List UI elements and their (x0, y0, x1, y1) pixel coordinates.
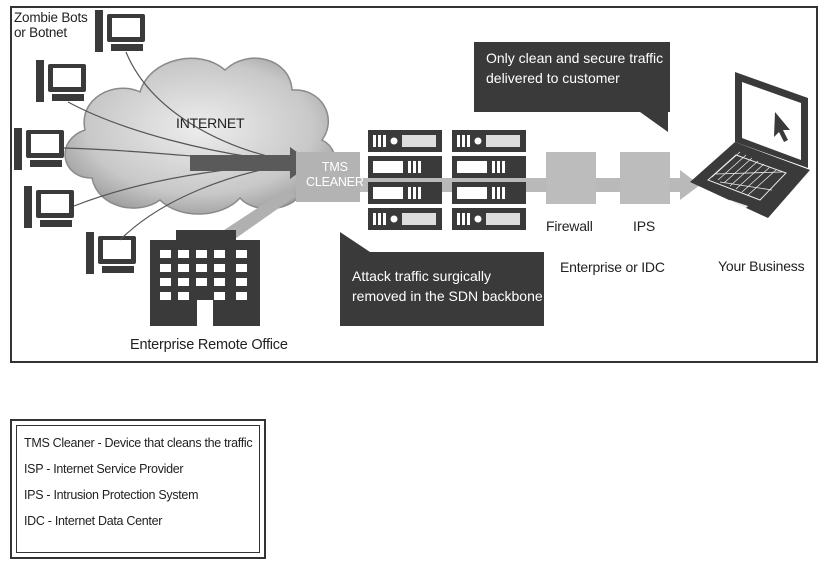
enterprise-idc-label: Enterprise or IDC (560, 259, 665, 275)
botnet-label: Zombie Bots or Botnet (14, 10, 88, 40)
callout-clean-tail (640, 112, 668, 132)
bot-computer-icon-4 (24, 186, 74, 228)
firewall-label: Firewall (546, 218, 593, 234)
network-diagram (14, 10, 810, 326)
server-stack-2-icon (452, 130, 526, 230)
legend-inner-border: TMS Cleaner - Device that cleans the tra… (16, 425, 260, 553)
laptop-icon (690, 72, 810, 218)
bot-computer-icon-2 (36, 60, 86, 102)
tms-cleaner-box (296, 152, 360, 202)
remote-office-label: Enterprise Remote Office (130, 337, 288, 353)
internet-label: INTERNET (176, 115, 245, 131)
legend-item: IDC - Internet Data Center (24, 514, 163, 528)
callout-attack-traffic: Attack traffic surgically removed in the… (340, 252, 544, 326)
legend-item: TMS Cleaner - Device that cleans the tra… (24, 436, 253, 450)
legend-item: IPS - Intrusion Protection System (24, 488, 199, 502)
bot-computer-icon-5 (86, 232, 136, 274)
server-stack-1-icon (368, 130, 442, 230)
your-business-label: Your Business (718, 258, 805, 274)
bot-computer-icon-3 (14, 128, 64, 170)
diagram-frame (10, 6, 818, 363)
callout-clean-traffic: Only clean and secure traffic delivered … (474, 42, 670, 112)
tms-cleaner-label: TMS CLEANER (306, 160, 364, 189)
ips-box (620, 152, 670, 204)
firewall-box (546, 152, 596, 204)
internet-cloud-icon (64, 57, 337, 215)
bot-computer-icon-1 (95, 10, 145, 52)
legend-item: ISP - Internet Service Provider (24, 462, 184, 476)
ips-label: IPS (633, 218, 655, 234)
callout-attack-tail (340, 232, 370, 252)
building-icon (150, 230, 260, 326)
legend-box: TMS Cleaner - Device that cleans the tra… (10, 419, 266, 559)
